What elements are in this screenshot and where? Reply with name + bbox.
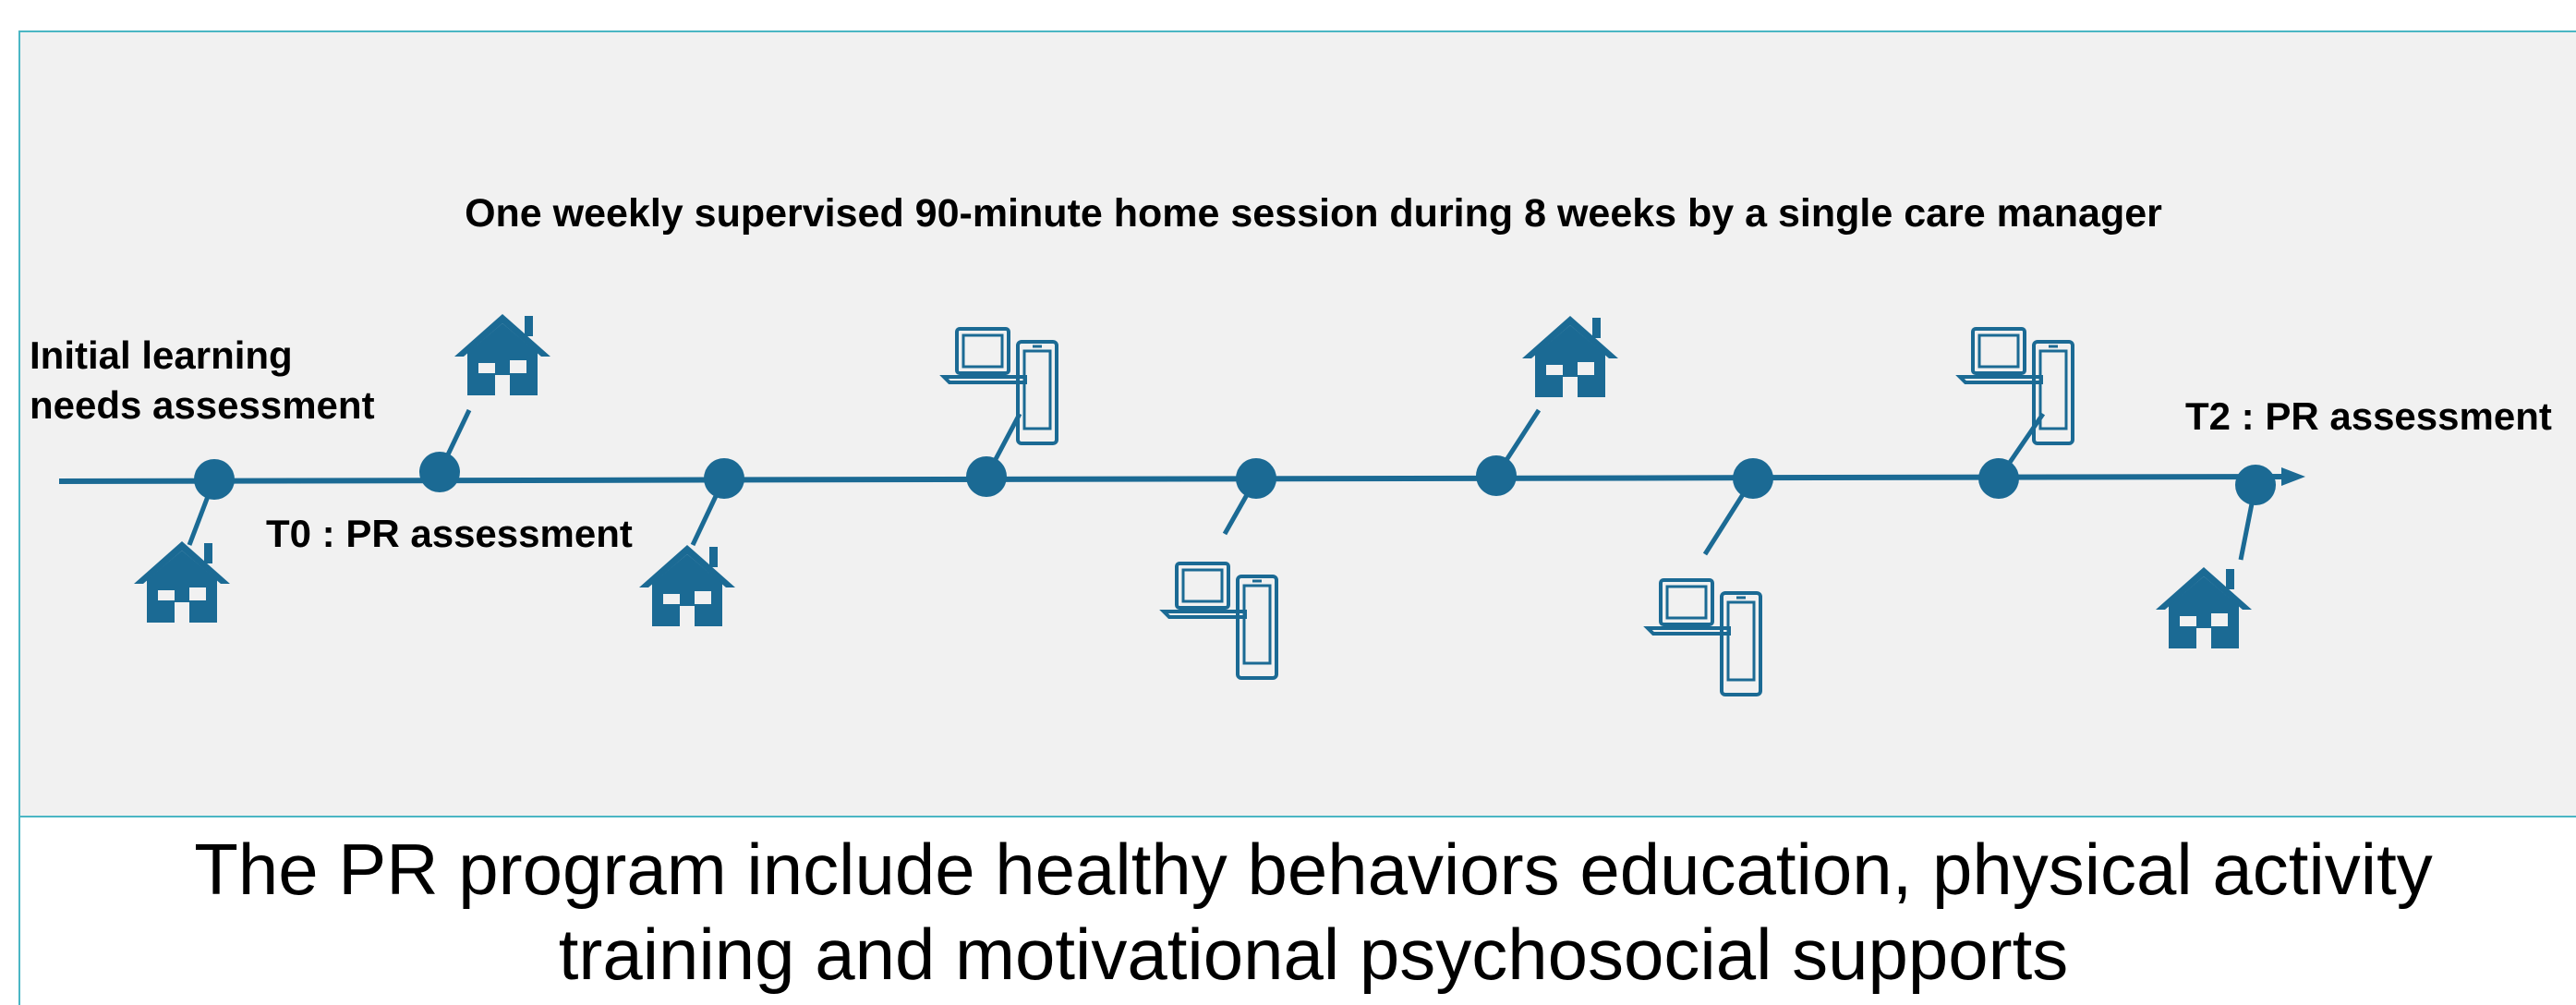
session-marker bbox=[1646, 458, 1773, 696]
session-marker bbox=[2156, 465, 2276, 648]
session-marker bbox=[1958, 327, 2074, 499]
t0-assessment-label: T0 : PR assessment bbox=[266, 512, 633, 555]
t2-assessment-label: T2 : PR assessment bbox=[2185, 394, 2552, 438]
session-marker bbox=[1476, 316, 1618, 496]
footer-text-line2: training and motivational psychosocial s… bbox=[559, 914, 2069, 995]
session-node bbox=[2235, 465, 2276, 505]
session-node bbox=[1236, 458, 1276, 499]
initial-assessment-label-line2: needs assessment bbox=[30, 383, 375, 427]
session-markers bbox=[134, 314, 2276, 696]
session-node bbox=[1978, 458, 2019, 499]
session-marker bbox=[134, 459, 235, 623]
session-node bbox=[704, 458, 744, 499]
diagram-panel bbox=[18, 30, 2576, 817]
session-marker bbox=[419, 314, 550, 492]
timeline-arrowhead bbox=[2281, 467, 2305, 486]
timeline bbox=[58, 314, 2305, 696]
session-marker bbox=[639, 458, 744, 626]
footer-frame bbox=[18, 816, 2576, 1005]
session-node bbox=[194, 459, 235, 500]
initial-assessment-label-line1: Initial learning bbox=[30, 333, 293, 377]
footer-text-line1: The PR program include healthy behaviors… bbox=[194, 829, 2433, 910]
diagram-heading: One weekly supervised 90-minute home ses… bbox=[465, 191, 2162, 236]
session-node bbox=[1476, 455, 1517, 496]
session-node bbox=[1733, 458, 1773, 499]
session-node bbox=[419, 452, 460, 492]
session-marker bbox=[1162, 458, 1278, 680]
session-node bbox=[966, 456, 1007, 497]
session-marker bbox=[942, 327, 1058, 497]
